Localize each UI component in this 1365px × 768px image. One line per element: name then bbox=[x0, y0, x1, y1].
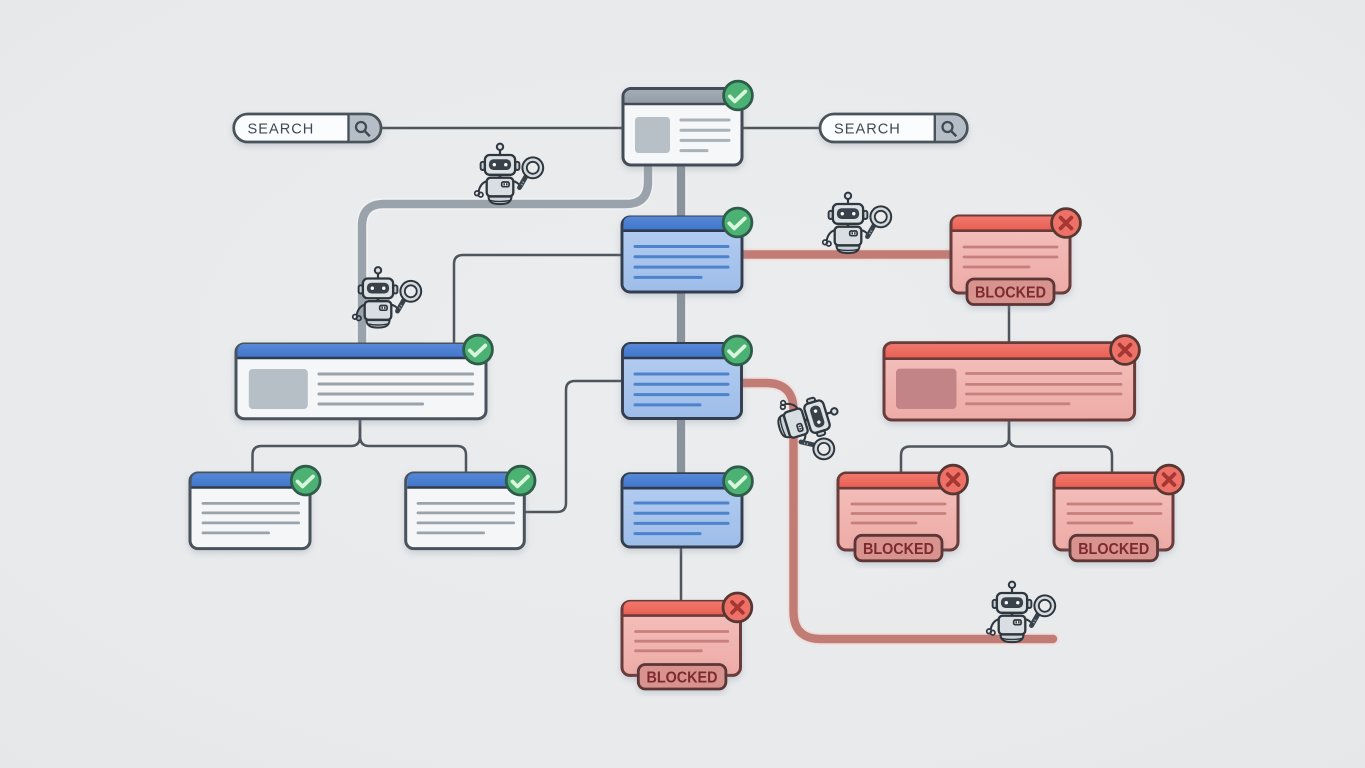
svg-text:BLOCKED: BLOCKED bbox=[863, 541, 934, 558]
svg-text:BLOCKED: BLOCKED bbox=[647, 670, 718, 687]
svg-text:BLOCKED: BLOCKED bbox=[975, 285, 1046, 302]
svg-text:SEARCH: SEARCH bbox=[248, 121, 315, 137]
svg-text:BLOCKED: BLOCKED bbox=[1078, 541, 1149, 558]
svg-text:SEARCH: SEARCH bbox=[834, 121, 901, 137]
